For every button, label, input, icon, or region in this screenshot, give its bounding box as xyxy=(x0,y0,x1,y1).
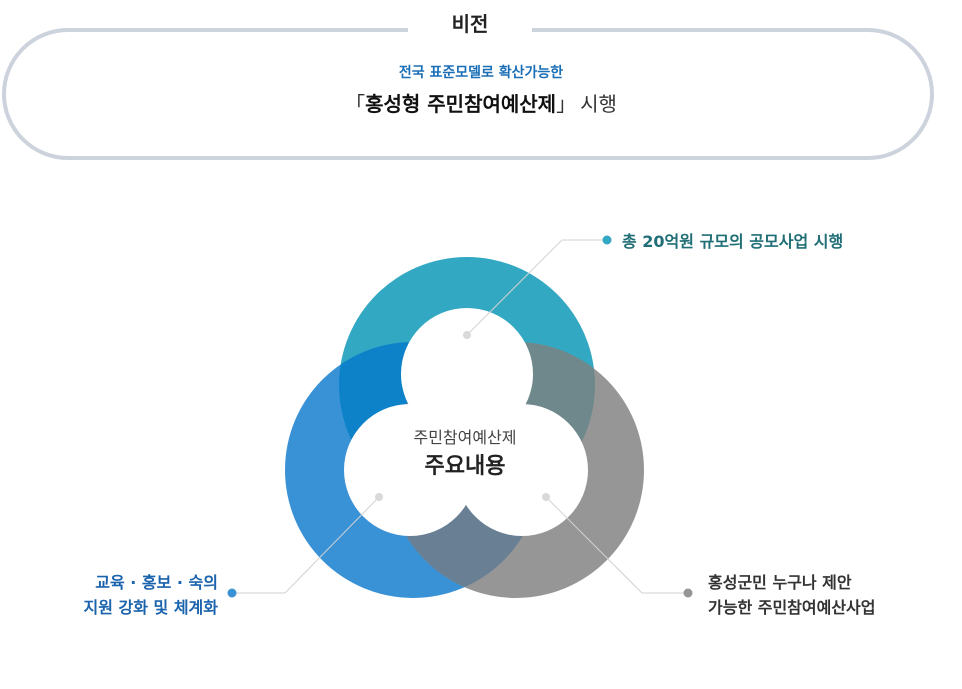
item-label-right-line1: 홍성군민 누구나 제안 xyxy=(708,573,852,592)
inner-lobe-left xyxy=(344,404,476,536)
center-subtitle: 주민참여예산제 xyxy=(413,428,517,447)
bullet-dot-left xyxy=(227,588,237,598)
item-label-right-line2: 가능한 주민참여예산사업 xyxy=(708,598,876,617)
item-label-left-line1: 교육 · 홍보 · 숙의 xyxy=(95,573,218,592)
anchor-dot-top xyxy=(463,331,471,339)
item-label-top: 총 20억원 규모의 공모사업 시행 xyxy=(622,232,844,251)
bullet-dot-top xyxy=(602,235,612,245)
bracket-close: 」 xyxy=(556,92,577,116)
anchor-dot-left xyxy=(375,493,383,501)
bracket-open: 「 xyxy=(345,92,366,116)
leader-line-top xyxy=(466,239,606,336)
vision-tail: 시행 xyxy=(580,92,617,116)
center-title: 주요내용 xyxy=(424,454,506,479)
anchor-dot-right xyxy=(542,493,550,501)
inner-lobe-top xyxy=(401,308,533,440)
vision-subtitle: 전국 표준모델로 확산가능한 xyxy=(398,65,564,81)
item-label-left: 교육 · 홍보 · 숙의 지원 강화 및 체계화 xyxy=(20,570,218,620)
vision-program-name: 홍성형 주민참여예산제 xyxy=(365,92,557,116)
vision-statement: 「홍성형 주민참여예산제」시행 xyxy=(0,88,962,117)
leader-line-right xyxy=(545,496,688,594)
leader-line-left xyxy=(232,496,380,594)
item-label-left-line2: 지원 강화 및 체계화 xyxy=(83,598,218,617)
vision-title: 비전 xyxy=(408,6,532,42)
inner-lobe-right xyxy=(456,404,588,536)
item-label-right: 홍성군민 누구나 제안 가능한 주민참여예산사업 xyxy=(708,570,876,620)
bullet-dot-right xyxy=(683,588,693,598)
